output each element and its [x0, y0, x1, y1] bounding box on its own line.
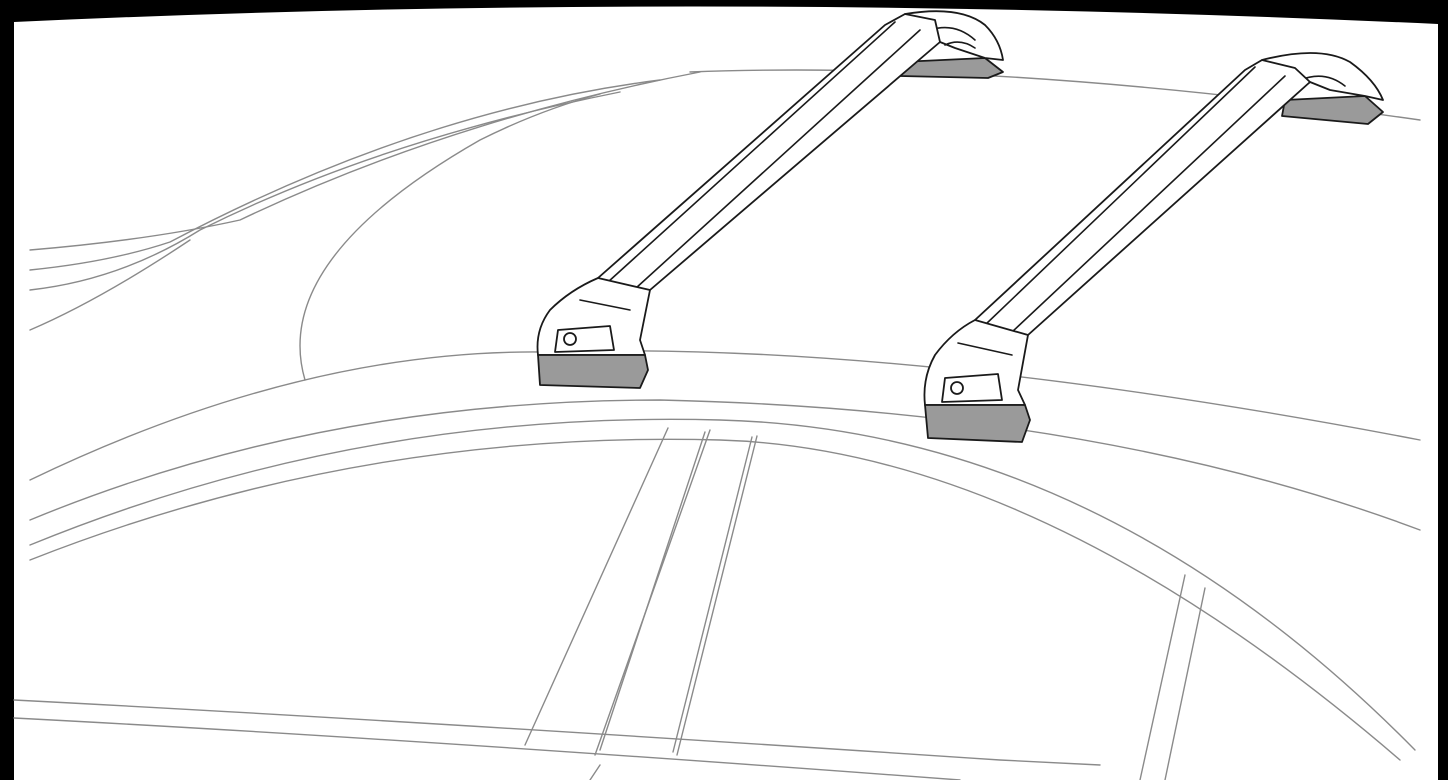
crossbar-bar-line-2 — [635, 29, 921, 289]
b-pillar-mid-2 — [599, 431, 706, 751]
roof-rack-crossbar — [923, 52, 1384, 443]
hood-line-1 — [29, 71, 701, 251]
lock-cylinder-icon — [950, 381, 964, 395]
roof-rack-crossbar — [536, 10, 1004, 389]
roof-side-edge — [29, 399, 1421, 531]
crossbar-foot-far-pad — [1281, 95, 1384, 125]
crossbar-foot-near-seam — [957, 342, 1013, 356]
b-pillar-left — [524, 427, 669, 746]
crossbar-foot-near-pad — [924, 404, 1031, 443]
drawing-area — [14, 6, 1438, 780]
c-pillar-left — [1139, 574, 1186, 780]
b-pillar-right — [676, 435, 758, 756]
lock-cylinder-icon — [563, 332, 577, 346]
c-pillar-right — [1164, 587, 1206, 780]
door-top-line-2 — [29, 438, 1401, 761]
crossbar-foot-near-pad — [537, 354, 649, 389]
windshield-edge — [299, 93, 601, 381]
crossbar-lock-plate — [941, 373, 1003, 403]
beltline-1 — [13, 699, 1101, 766]
crossbar-bar-line-1 — [607, 21, 896, 283]
crossbar-bar-line-2 — [1011, 75, 1286, 333]
hood-line-4 — [29, 239, 191, 331]
door-lower-line — [589, 764, 601, 780]
b-pillar-right-2 — [672, 436, 753, 753]
beltline-2 — [13, 717, 961, 780]
crossbar-foot-near-seam — [579, 299, 631, 311]
car-roof — [13, 69, 1421, 780]
hood-line-3 — [29, 91, 621, 291]
hood-line-2 — [29, 79, 661, 271]
door-top-line-1 — [29, 418, 1416, 751]
crossbar-bar-line-1 — [984, 66, 1256, 326]
